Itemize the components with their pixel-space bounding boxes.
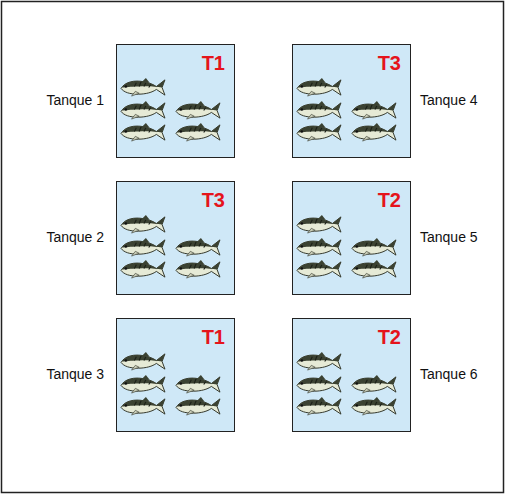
tank-box: Tanque 1T1: [116, 44, 235, 158]
fish: [297, 397, 341, 415]
fish: [176, 375, 220, 393]
fish: [121, 215, 165, 233]
treatment-tag: T3: [378, 52, 401, 74]
frame-border: [2, 2, 504, 493]
fish: [297, 260, 341, 278]
fish: [176, 101, 220, 119]
fish: [176, 260, 220, 278]
fish: [121, 352, 165, 370]
tank-name: Tanque 6: [420, 366, 478, 382]
fish: [352, 260, 396, 278]
treatment-tag: T3: [202, 189, 225, 211]
tank-name: Tanque 3: [46, 366, 104, 382]
fish: [352, 101, 396, 119]
tank-box: Tanque 3T1: [116, 318, 235, 432]
tank-box: Tanque 6T2: [292, 318, 411, 432]
fish-group: [121, 78, 396, 415]
treatment-tag: T2: [378, 189, 401, 211]
fish: [352, 375, 396, 393]
fish: [176, 397, 220, 415]
fish: [352, 238, 396, 256]
tank-box: Tanque 5T2: [292, 181, 411, 295]
fish: [297, 78, 341, 96]
tank-name: Tanque 4: [420, 92, 478, 108]
fish: [297, 101, 341, 119]
fish: [176, 123, 220, 141]
tank-box: Tanque 2T3: [116, 181, 235, 295]
fish: [352, 123, 396, 141]
fish: [121, 260, 165, 278]
tank-name: Tanque 1: [46, 92, 104, 108]
fish: [121, 101, 165, 119]
treatment-tag: T1: [202, 52, 225, 74]
fish: [297, 352, 341, 370]
fish: [297, 238, 341, 256]
tank-box: Tanque 4T3: [292, 44, 411, 158]
fish: [121, 78, 165, 96]
fish: [297, 215, 341, 233]
treatment-tag: T2: [378, 326, 401, 348]
fish: [121, 238, 165, 256]
treatment-tag: T1: [202, 326, 225, 348]
fish: [297, 123, 341, 141]
fish: [176, 238, 220, 256]
fish: [297, 375, 341, 393]
fish: [121, 397, 165, 415]
fish: [352, 397, 396, 415]
fish: [121, 375, 165, 393]
fish: [121, 123, 165, 141]
tank-name: Tanque 5: [420, 229, 478, 245]
tank-name: Tanque 2: [46, 229, 104, 245]
